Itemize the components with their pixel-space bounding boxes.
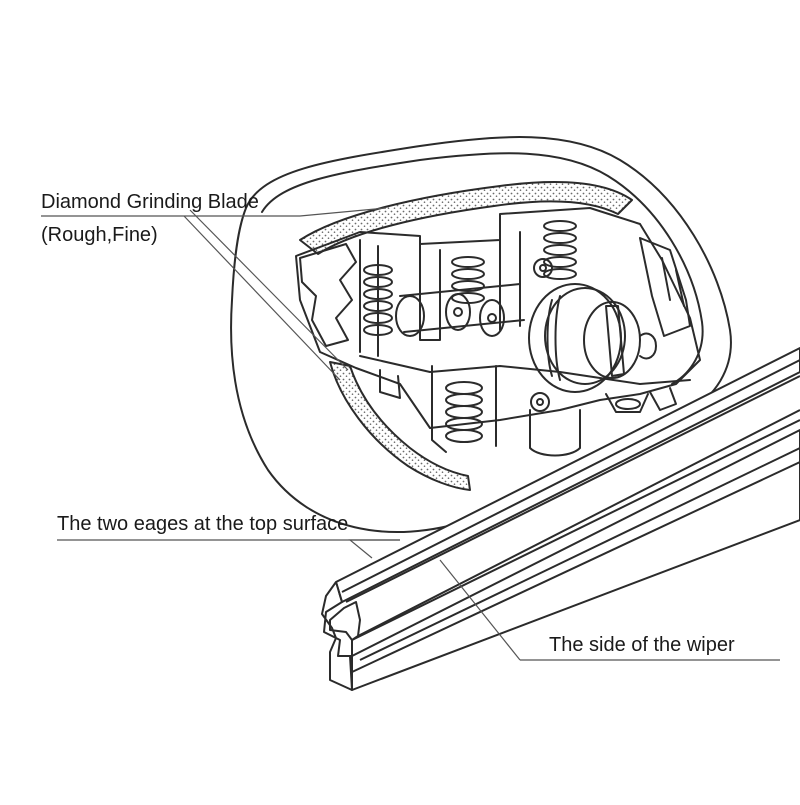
leader-edges-pointer [348,539,400,559]
roller-middle [445,293,471,331]
leader-blade-upper [299,207,387,217]
inner-wall-middle [419,243,441,341]
leader-blade-lower [183,215,341,381]
spring-upper-left [363,264,393,336]
adjustment-knob [528,283,657,393]
lower-clip [605,393,649,413]
cavity-frame [295,207,701,429]
spring-upper-middle [451,256,485,304]
label-diamond-grinding-blade: Diamond Grinding Blade [41,191,259,213]
grinding-strip-bottom [329,361,471,491]
left-latch [299,243,357,347]
cavity-bottom-rail [359,355,691,385]
lower-post-left [431,365,497,453]
wiper-side-face [351,429,800,691]
roller-left [395,295,425,337]
lower-post-right [529,409,581,457]
grinding-strip-top [299,181,633,255]
right-block [639,237,691,337]
spring-lower-left [445,381,483,443]
wiper-blade [321,347,800,691]
label-blade-grades: (Rough,Fine) [41,224,158,246]
spring-upper-right [543,220,577,280]
roller-right [479,299,505,337]
bolt-top [533,258,553,278]
wiper-profile-end [321,581,361,691]
label-top-surface-edges: The two eages at the top surface [57,513,349,535]
leader-blade-lower-2 [189,209,349,371]
bolt-bottom [530,392,550,412]
leader-side-pointer [439,559,521,661]
housing-inner-rim [261,152,704,385]
label-wiper-side: The side of the wiper [549,634,735,656]
